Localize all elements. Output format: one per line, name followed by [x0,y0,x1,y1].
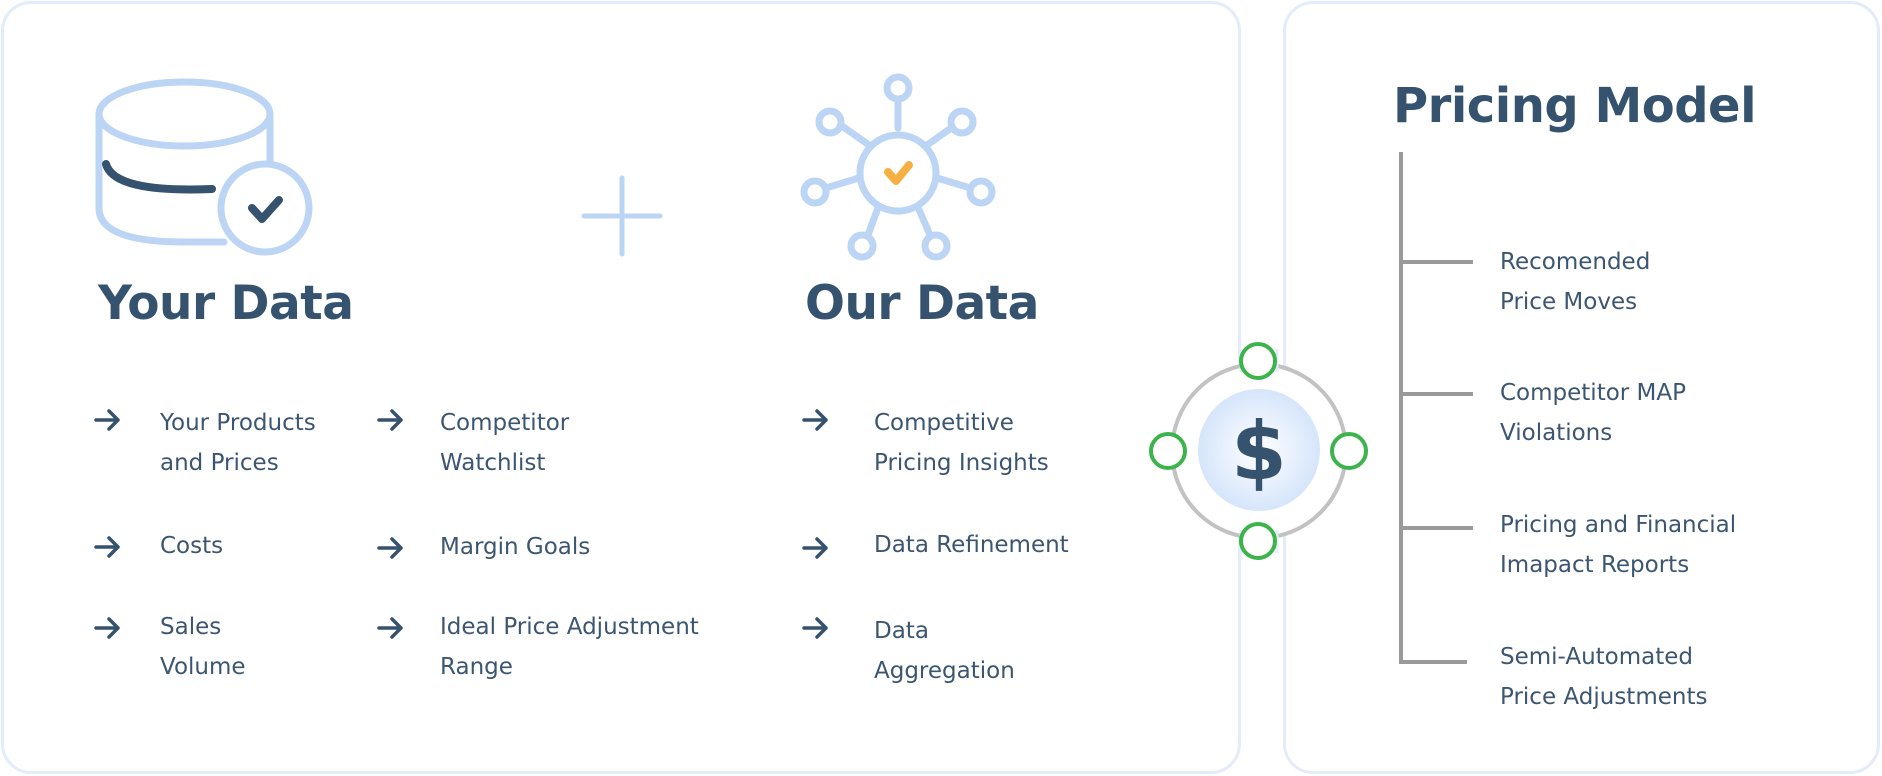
list-item: Competitor Watchlist [440,410,570,476]
list-item: Margin Goals [440,534,591,560]
pricing-output: Competitor MAP Violations [1500,380,1686,446]
arrow-right-icon [802,409,828,431]
arrow-right-icon [377,537,403,559]
connector-node-bottom [1239,522,1277,560]
arrow-right-icon [94,536,120,558]
arrow-right-icon [377,617,403,639]
list-item: Sales Volume [160,614,246,680]
list-item: Your Products and Prices [160,410,316,476]
arrow-right-icon [94,409,120,431]
arrow-right-icon [802,537,828,559]
list-item: Ideal Price Adjustment Range [440,614,699,680]
dollar-icon: $ [1231,404,1287,498]
list-item: Competitive Pricing Insights [874,410,1049,476]
connector-node-right [1330,432,1368,470]
connector-node-left [1149,432,1187,470]
arrow-right-icon [377,409,403,431]
our-data-heading: Our Data [805,276,1039,331]
database-check-icon [92,76,320,260]
your-data-heading: Your Data [98,276,354,331]
plus-icon [580,174,664,258]
list-item: Data Refinement [874,532,1069,558]
pricing-output: Pricing and Financial Imapact Reports [1500,512,1737,578]
list-item: Data Aggregation [874,618,1015,684]
arrow-right-icon [802,617,828,639]
pricing-output: Semi-Automated Price Adjustments [1500,644,1708,710]
pricing-model-tree [1399,152,1473,664]
connector-node-top [1239,342,1277,380]
list-item: Costs [160,533,224,559]
pricing-model-title: Pricing Model [1393,78,1757,134]
network-check-icon [796,70,1000,266]
pricing-output: Recomended Price Moves [1500,249,1651,315]
arrow-right-icon [94,617,120,639]
pricing-model-panel [1283,1,1880,774]
data-sources-panel [1,1,1241,774]
pricing-hub: $ [1144,340,1374,570]
